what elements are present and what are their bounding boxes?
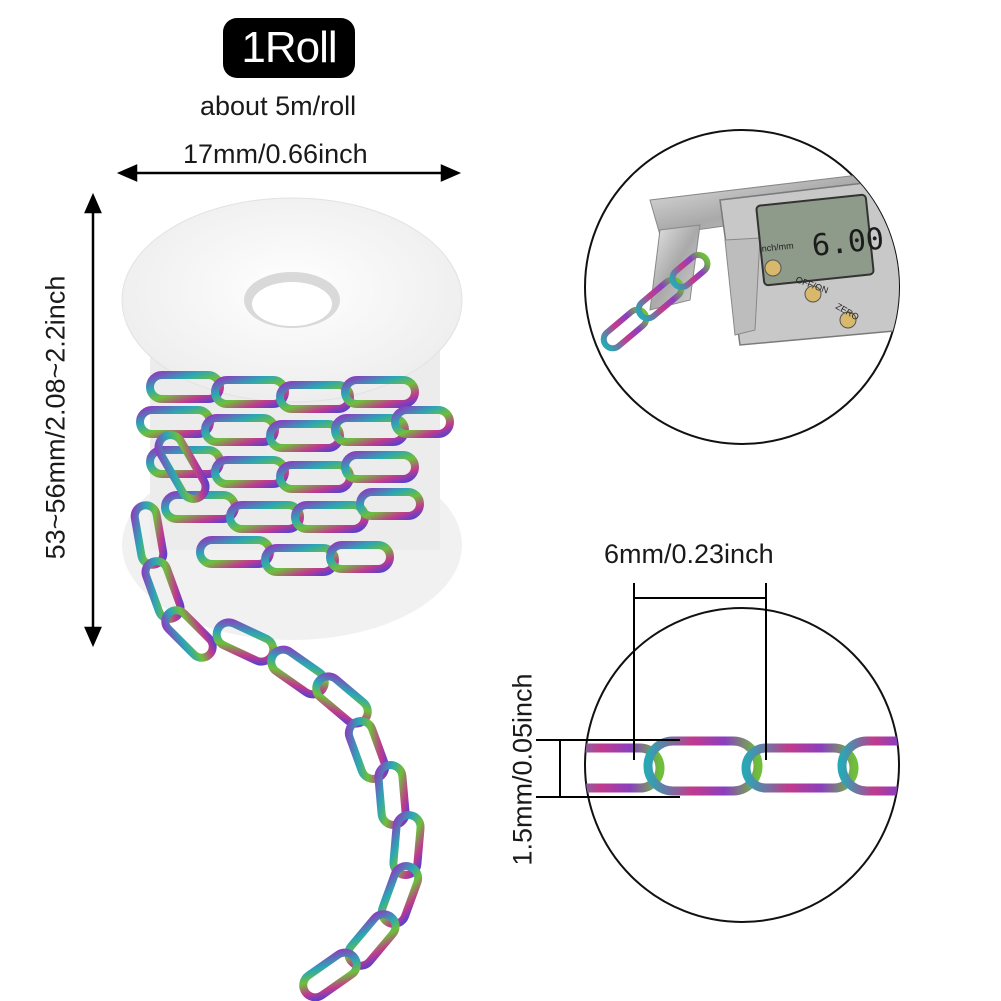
link-width-marker xyxy=(536,739,680,798)
link-length-marker xyxy=(633,583,767,760)
width-arrow xyxy=(116,164,462,182)
height-arrow xyxy=(84,192,102,648)
link-detail-circle xyxy=(536,583,900,923)
caliper-detail-circle: 6.00 inch/mm OFF/ON ZERO xyxy=(584,129,900,445)
roll-count-badge: 1Roll xyxy=(223,18,355,78)
caliper-reading: 6.00 xyxy=(810,222,886,264)
link-length-label: 6mm/0.23inch xyxy=(604,539,774,569)
length-note: about 5m/roll xyxy=(200,91,357,121)
hanging-chain xyxy=(130,501,425,1001)
wound-chain xyxy=(136,371,454,576)
caliper-button-unit: inch/mm xyxy=(759,240,794,254)
width-dimension-label: 17mm/0.66inch xyxy=(183,139,368,169)
